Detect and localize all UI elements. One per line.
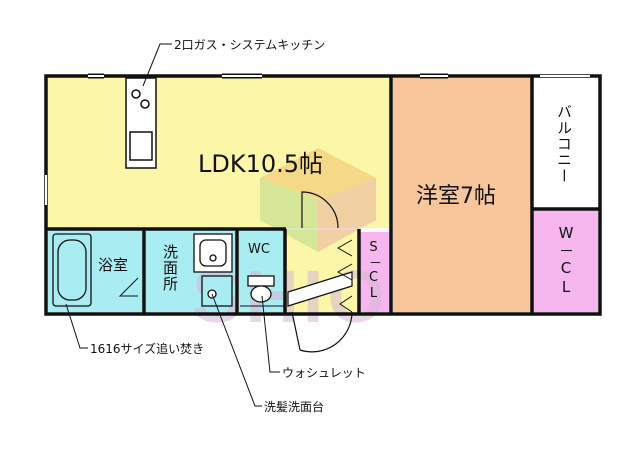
toilet [247, 275, 275, 303]
walk-in-closet-label: W－CL [557, 224, 575, 297]
vanity-callout: 洗髪洗面台 [264, 400, 325, 414]
ldk-door [301, 191, 339, 229]
western-room-area [393, 78, 531, 312]
watermark-logo [260, 148, 376, 252]
entrance-door [287, 271, 353, 353]
bathtub-callout: 1616サイズ追い焚き [90, 342, 205, 356]
bathtub [52, 233, 92, 307]
balcony-area [533, 78, 598, 208]
callout-lines [65, 43, 280, 407]
bath-door [118, 277, 139, 297]
washroom-label: 洗面所 [161, 244, 179, 292]
ldk-label: LDK10.5帖 [198, 150, 324, 178]
closet-door-marks [336, 239, 353, 313]
bath-label: 浴室 [98, 256, 129, 274]
kitchen-callout: 2口ガス・システムキッチン [174, 38, 326, 52]
window-frames [88, 73, 448, 79]
wc-label: WC [248, 242, 270, 257]
toilet-callout: ウォシュレット [282, 366, 366, 380]
shoe-closet-label: S－CL [366, 240, 381, 302]
walk-in-closet-area [533, 210, 598, 312]
western-room-label: 洋室7帖 [416, 184, 496, 209]
kitchen-counter [125, 77, 157, 169]
windows [45, 75, 590, 205]
shoe-closet-area [360, 232, 392, 312]
vanity-unit [193, 233, 233, 307]
balcony-label: バルコニー [555, 104, 573, 184]
